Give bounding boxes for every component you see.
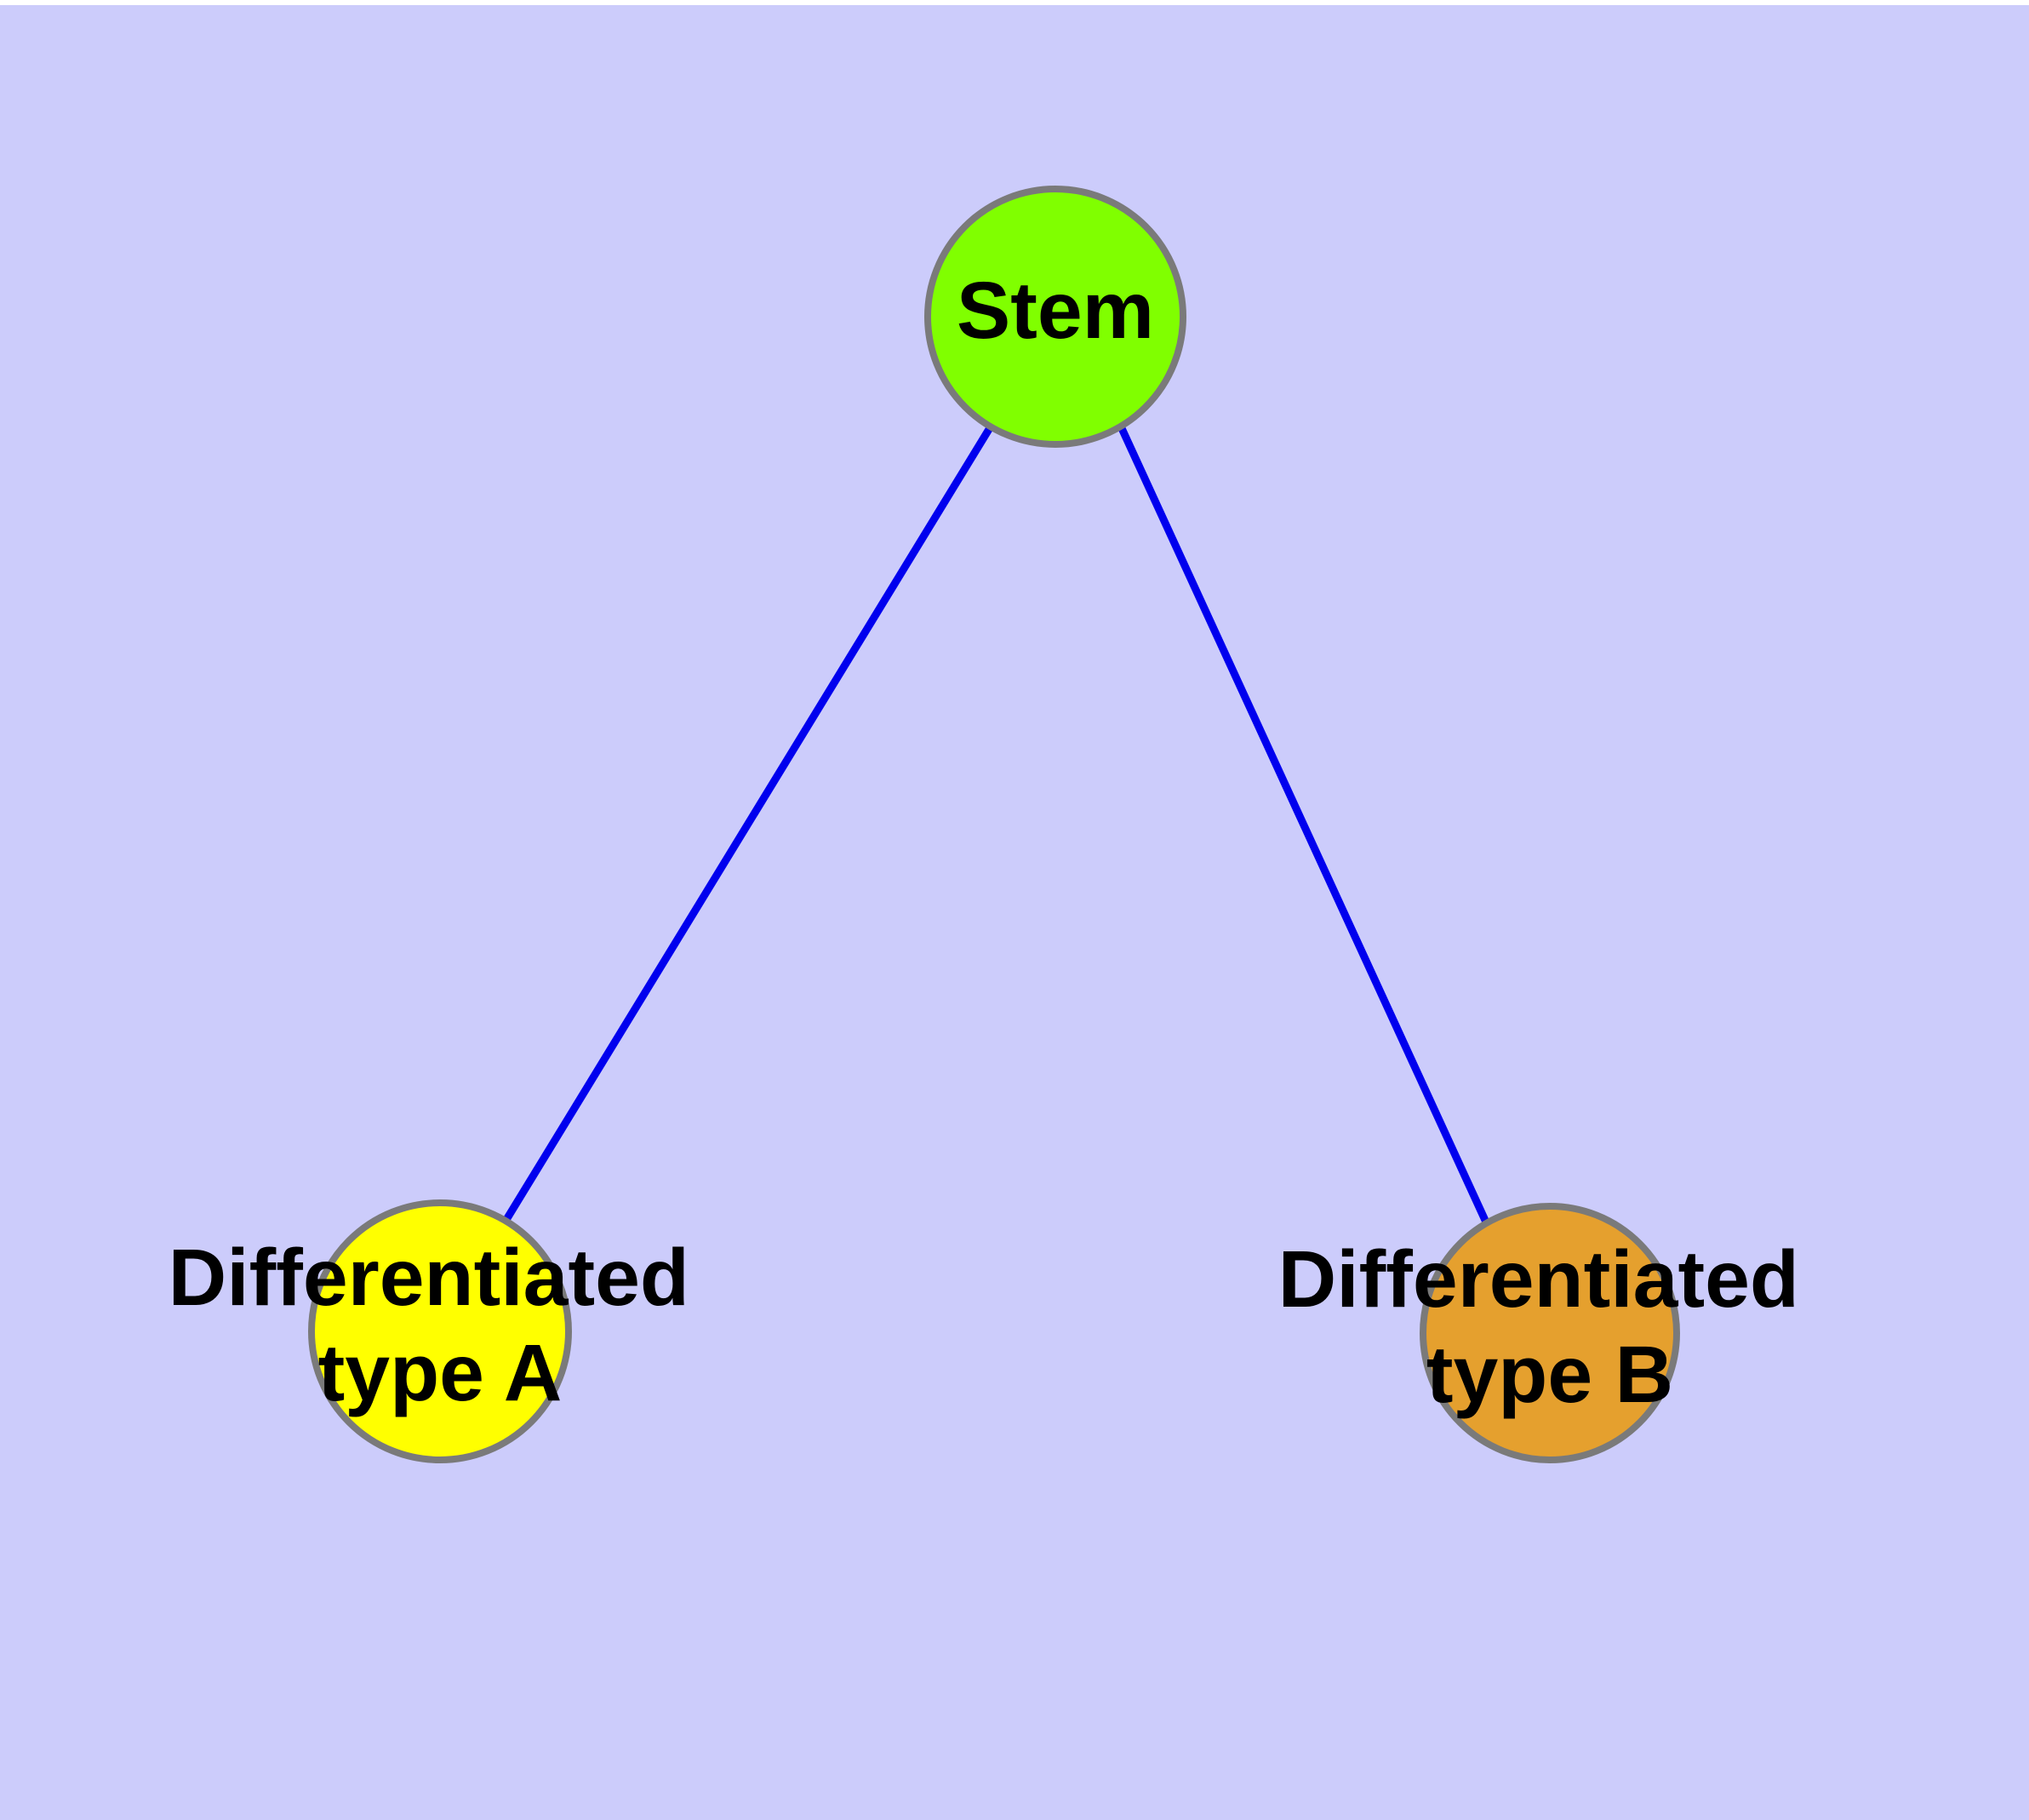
node-label-differentiated-type-b-line-1: Differentiated (1278, 1234, 1799, 1325)
node-label-stem: Stem (957, 266, 1154, 356)
node-label-differentiated-type-b: Differentiated type B (1278, 1234, 1822, 1420)
label-layer: Stem Differentiated type A Differentiate… (169, 266, 1822, 1420)
node-label-differentiated-type-a-line-2: type A (318, 1328, 563, 1418)
node-circle-stem[interactable] (924, 186, 1186, 448)
edge-layer (501, 424, 1492, 1228)
node-label-differentiated-type-a: Differentiated type A (169, 1233, 712, 1418)
edge-stem-to-differentiated-type-b[interactable] (1117, 425, 1492, 1228)
node-label-differentiated-type-a-line-1: Differentiated (169, 1233, 689, 1323)
node-label-stem-line-1: Stem (957, 266, 1154, 356)
node-label-differentiated-type-b-line-2: type B (1426, 1330, 1673, 1420)
node-circle-differentiated-type-b[interactable] (1420, 1203, 1680, 1463)
edge-stem-to-differentiated-type-a[interactable] (501, 424, 994, 1225)
node-circle-differentiated-type-a[interactable] (308, 1199, 572, 1463)
node-layer (308, 186, 1680, 1463)
